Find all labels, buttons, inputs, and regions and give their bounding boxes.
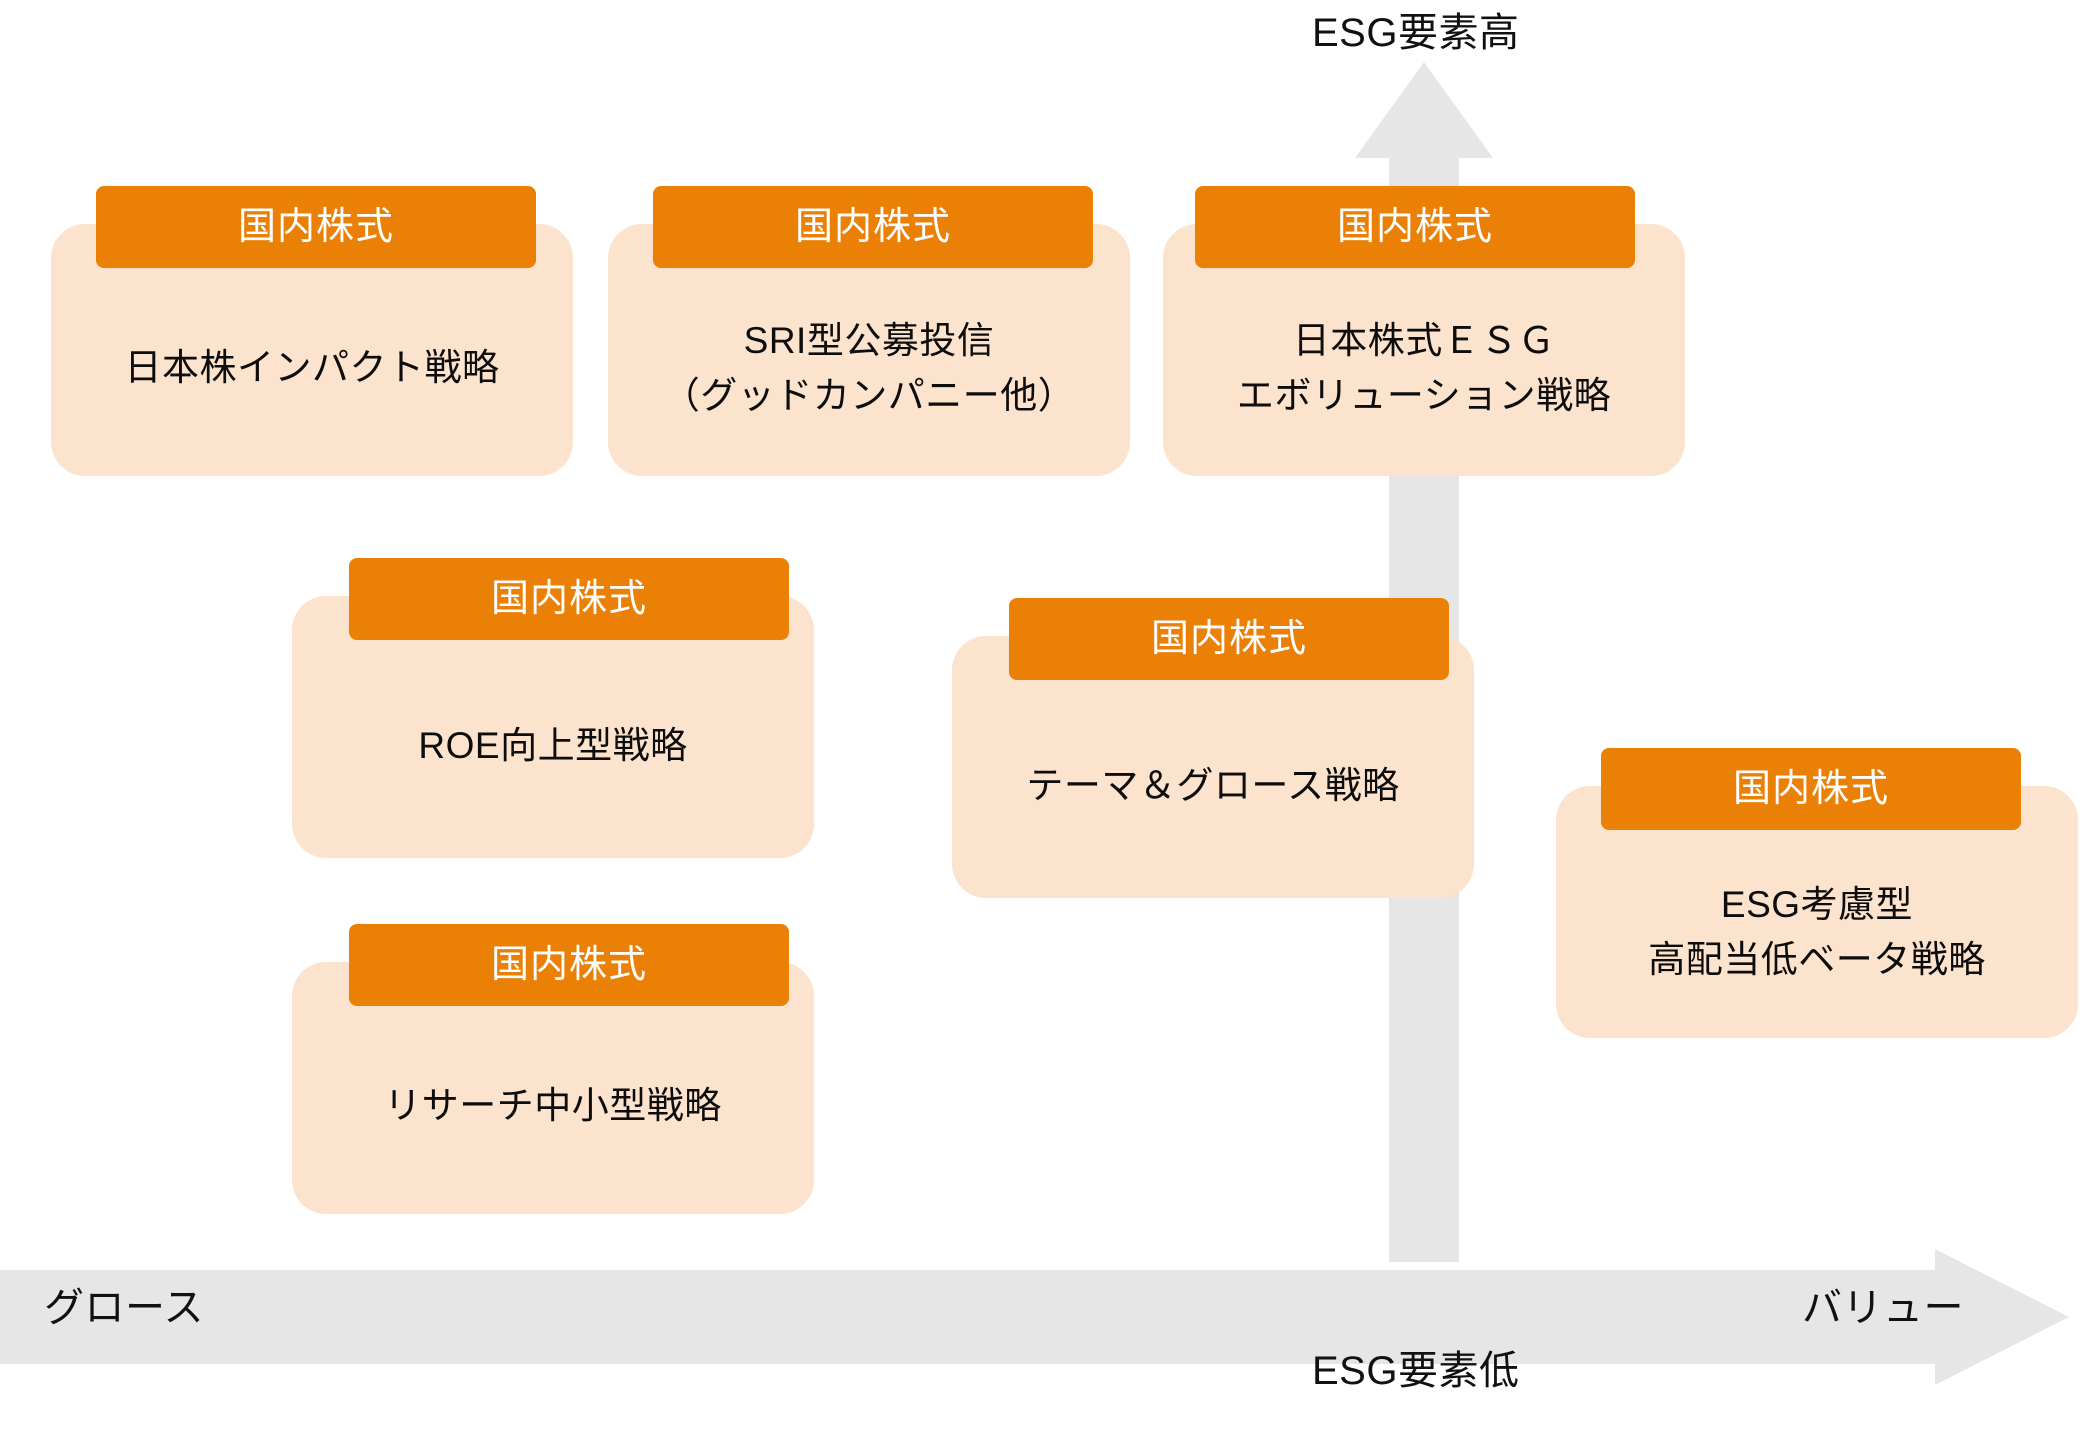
card-strategy-line: エボリューション戦略 xyxy=(1236,374,1612,416)
card-strategy-name: ESG考慮型 高配当低ベータ戦略 xyxy=(1556,878,2078,988)
card-badge-asset-class: 国内株式 xyxy=(653,186,1093,268)
strategy-card-japan-impact[interactable]: 国内株式 日本株インパクト戦略 xyxy=(51,186,573,476)
strategy-card-japan-esg-evolution[interactable]: 国内株式 日本株式ＥＳＧ エボリューション戦略 xyxy=(1163,186,1685,476)
card-strategy-line: SRI型公募投信 xyxy=(743,320,995,361)
card-badge-asset-class: 国内株式 xyxy=(349,924,789,1006)
card-strategy-name: 日本株式ＥＳＧ エボリューション戦略 xyxy=(1163,314,1685,424)
card-badge-asset-class: 国内株式 xyxy=(349,558,789,640)
strategy-card-sri-public-fund[interactable]: 国内株式 SRI型公募投信 （グッドカンパニー他） xyxy=(608,186,1130,476)
card-strategy-line: ESG考慮型 xyxy=(1720,884,1914,925)
card-strategy-line: 高配当低ベータ戦略 xyxy=(1648,938,1986,980)
card-strategy-line: 日本株インパクト戦略 xyxy=(124,347,500,388)
card-strategy-line: リサーチ中小型戦略 xyxy=(384,1085,722,1126)
strategy-card-roe-improvement[interactable]: 国内株式 ROE向上型戦略 xyxy=(292,558,814,858)
axis-label-esg-low: ESG要素低 xyxy=(1312,1349,1520,1393)
card-strategy-name: リサーチ中小型戦略 xyxy=(292,1079,814,1134)
strategy-card-theme-growth[interactable]: 国内株式 テーマ＆グロース戦略 xyxy=(952,598,1474,898)
strategy-card-research-small-mid[interactable]: 国内株式 リサーチ中小型戦略 xyxy=(292,924,814,1214)
axis-label-esg-high: ESG要素高 xyxy=(1312,11,1520,55)
card-strategy-name: テーマ＆グロース戦略 xyxy=(952,759,1474,814)
axis-label-value: バリュー xyxy=(1802,1286,1964,1330)
card-strategy-name: SRI型公募投信 （グッドカンパニー他） xyxy=(608,314,1130,424)
card-badge-asset-class: 国内株式 xyxy=(1601,748,2021,830)
card-strategy-line: ROE向上型戦略 xyxy=(418,725,688,766)
card-strategy-line: （グッドカンパニー他） xyxy=(662,374,1076,416)
card-badge-asset-class: 国内株式 xyxy=(96,186,536,268)
card-strategy-name: ROE向上型戦略 xyxy=(292,719,814,774)
card-strategy-line: テーマ＆グロース戦略 xyxy=(1026,765,1400,806)
card-badge-asset-class: 国内株式 xyxy=(1009,598,1449,680)
axis-label-growth: グロース xyxy=(44,1286,204,1330)
horizontal-axis-arrow xyxy=(0,1249,2069,1385)
card-badge-asset-class: 国内株式 xyxy=(1195,186,1635,268)
card-strategy-name: 日本株インパクト戦略 xyxy=(51,341,573,396)
strategy-card-esg-high-dividend-low-beta[interactable]: 国内株式 ESG考慮型 高配当低ベータ戦略 xyxy=(1556,748,2078,1038)
card-strategy-line: 日本株式ＥＳＧ xyxy=(1292,320,1556,361)
